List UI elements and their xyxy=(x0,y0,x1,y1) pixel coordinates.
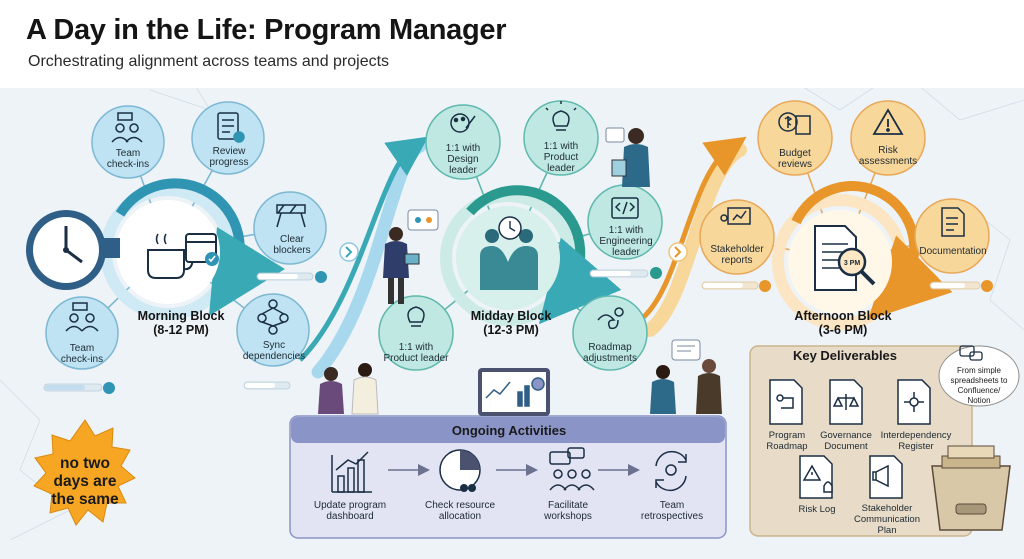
node-product-leader-bottom[interactable] xyxy=(378,295,454,371)
chevron-circle-2-icon[interactable] xyxy=(668,242,688,262)
progress-bar-team-checkins xyxy=(43,382,115,394)
key-deliverables-panel xyxy=(749,345,973,537)
wall-clock-icon xyxy=(26,210,106,290)
workshop-people-icon[interactable] xyxy=(549,447,595,491)
afternoon-block-label: Afternoon Block(3-6 PM) xyxy=(794,309,892,337)
person-woman-tablet-right xyxy=(605,127,650,187)
ongoing-activities-title: Ongoing Activities xyxy=(451,423,567,438)
progress-bar-engineering xyxy=(589,267,662,279)
report-magnifier-icon xyxy=(814,225,876,291)
chevron-circle-1-icon[interactable] xyxy=(339,242,359,262)
page-subtitle: Orchestrating alignment across teams and… xyxy=(28,53,390,70)
morning-block-label: Morning Block(8-12 PM) xyxy=(137,309,225,337)
resource-pie-icon[interactable] xyxy=(439,449,481,492)
speech-bubble xyxy=(938,345,1020,407)
starburst-shape xyxy=(33,419,136,526)
midday-to-afternoon-arrow xyxy=(638,136,747,322)
person-woman-tablet-left xyxy=(383,209,439,304)
node-team-checkins-top[interactable] xyxy=(91,105,165,179)
node-budget-reviews[interactable] xyxy=(757,100,833,176)
midday-block xyxy=(378,100,663,371)
node-review-progress[interactable] xyxy=(191,101,265,175)
ongoing-activities-panel xyxy=(289,339,727,539)
node-design-leader[interactable] xyxy=(425,104,501,180)
node-stakeholder-reports[interactable] xyxy=(699,199,775,275)
node-documentation[interactable] xyxy=(914,198,990,274)
label-documentation: Documentation xyxy=(919,246,987,257)
starburst-badge xyxy=(33,419,136,526)
dashboard-chart-icon[interactable] xyxy=(331,451,372,493)
chat-bubbles-icon xyxy=(959,345,983,361)
coffee-calendar-icon xyxy=(147,233,219,279)
interdependency-register-icon[interactable] xyxy=(897,379,931,425)
page-title: A Day in the Life: Program Manager xyxy=(26,14,507,46)
deliverable-risk-log[interactable]: Risk Log xyxy=(798,504,836,515)
node-team-checkins-bottom[interactable] xyxy=(45,296,119,370)
progress-bar-clear-blockers xyxy=(256,271,327,283)
node-sync-dependencies[interactable] xyxy=(236,293,310,367)
header: A Day in the Life: Program Manager Orche… xyxy=(0,0,1024,88)
node-roadmap-adjustments[interactable] xyxy=(572,295,648,371)
clock-badge-label: 3 PM xyxy=(843,260,861,267)
midday-block-label: Midday Block(12-3 PM) xyxy=(470,309,552,337)
risk-log-icon[interactable] xyxy=(799,455,833,499)
morning-block xyxy=(26,101,327,394)
retrospective-cycle-icon[interactable] xyxy=(655,450,687,492)
progress-bar-stakeholder xyxy=(701,280,771,292)
progress-bar-documentation xyxy=(929,280,993,292)
node-risk-assessments[interactable] xyxy=(850,100,926,176)
file-box-icon xyxy=(931,445,1011,531)
key-deliverables-title: Key Deliverables xyxy=(792,348,898,363)
stakeholder-communication-plan-icon[interactable] xyxy=(869,455,903,499)
morning-to-midday-arrow xyxy=(298,136,429,362)
progress-bar-sync xyxy=(243,381,291,390)
program-roadmap-icon[interactable] xyxy=(769,379,803,425)
node-clear-blockers[interactable] xyxy=(253,191,327,265)
governance-document-icon[interactable] xyxy=(829,379,863,425)
afternoon-block xyxy=(699,100,993,330)
node-product-leader-top[interactable] xyxy=(523,100,599,176)
handshake-icon xyxy=(480,216,538,290)
